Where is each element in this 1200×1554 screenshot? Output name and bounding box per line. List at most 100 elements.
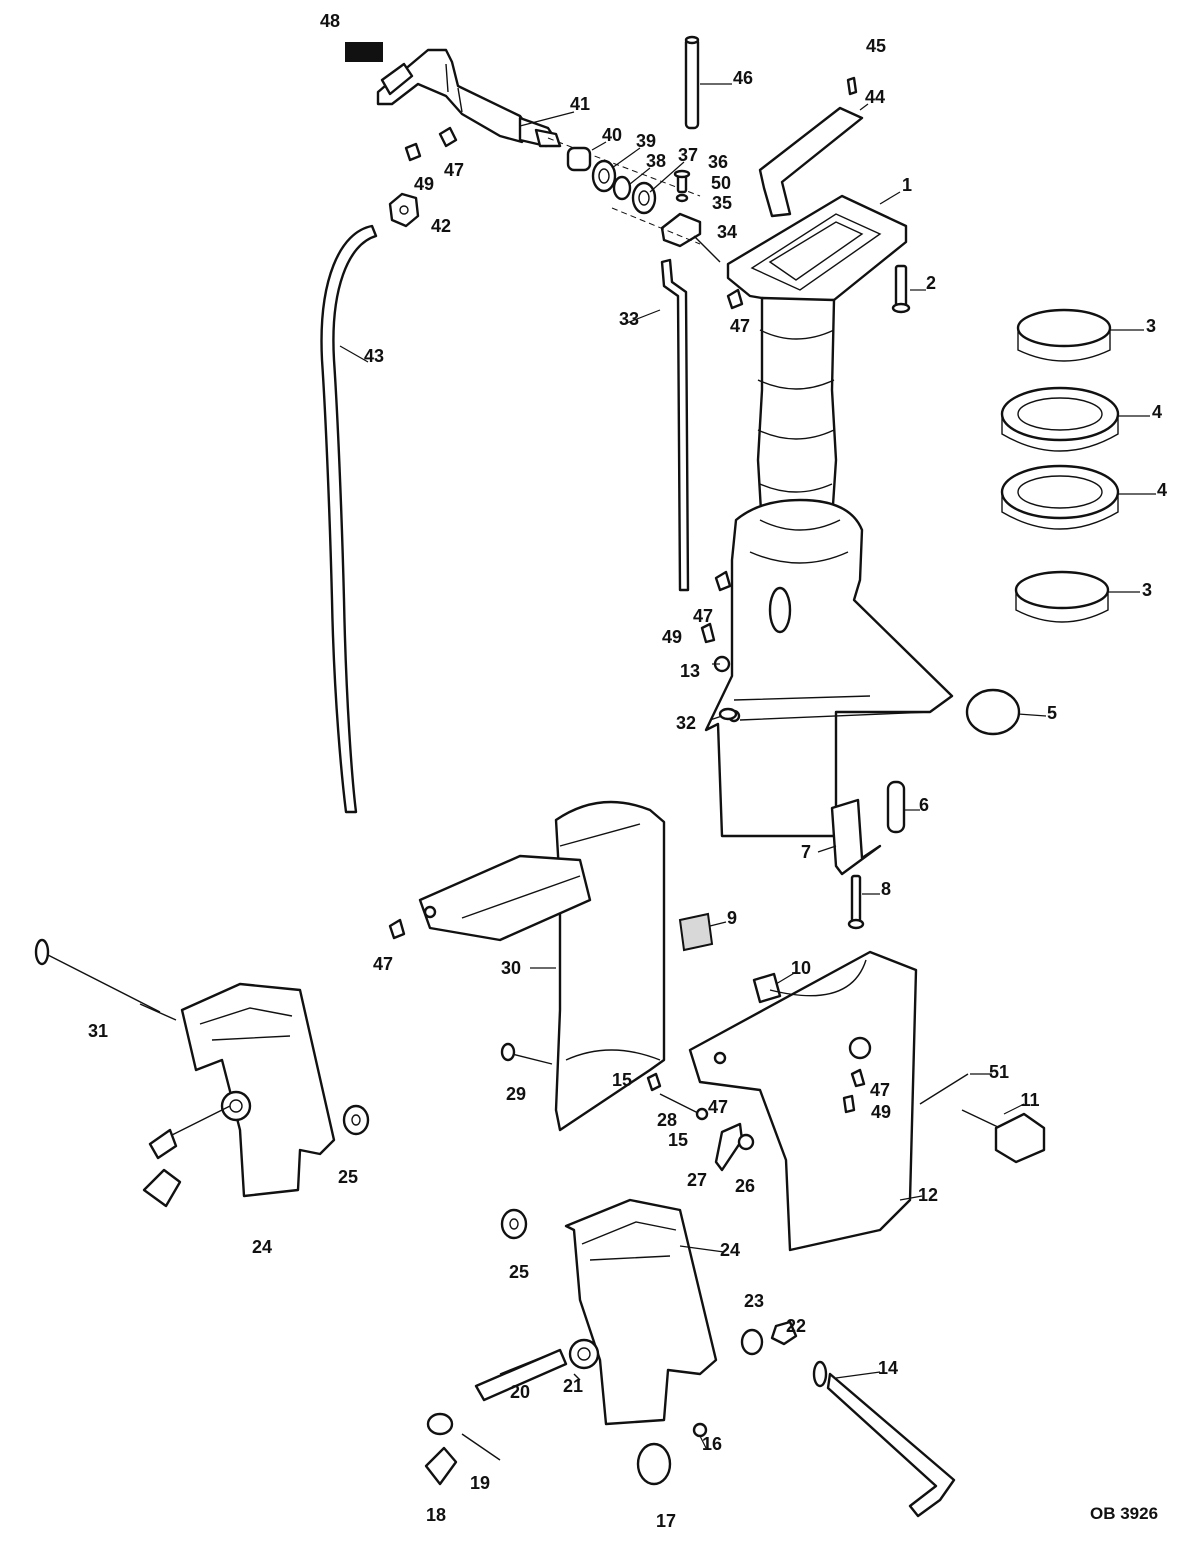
callout-49: 49 [414,174,434,194]
washer-nut [740,1320,798,1356]
callout-16: 16 [702,1434,722,1454]
callout-15: 15 [612,1070,632,1090]
callout-22: 22 [786,1316,806,1336]
callout-5: 5 [1047,703,1057,723]
callout-41: 41 [570,94,590,114]
callout-43: 43 [364,346,384,366]
clamp-bracket-left [142,982,336,1208]
callout-21: 21 [563,1376,583,1396]
decal [345,42,383,62]
driveshaft-housing [704,194,954,838]
callout-49: 49 [871,1102,891,1122]
anode [830,798,882,876]
clamp-handle [424,1412,501,1486]
callout-33: 33 [619,309,639,329]
callout-17: 17 [656,1511,676,1531]
bushing [752,972,782,1004]
callout-28: 28 [657,1110,677,1130]
callout-38: 38 [646,151,666,171]
thumb-screw [961,1109,1046,1164]
pivot-pin [684,35,700,130]
callout-8: 8 [881,879,891,899]
washer-left [342,1104,370,1136]
tiller-bushing-washers [566,146,657,215]
callout-27: 27 [687,1170,707,1190]
callout-42: 42 [431,216,451,236]
plug [965,688,1021,736]
callout-9: 9 [727,908,737,928]
callout-13: 13 [680,661,700,681]
callout-49: 49 [662,627,682,647]
callout-26: 26 [735,1176,755,1196]
friction-block [388,192,420,228]
liner-ring-1 [1000,386,1120,452]
callout-45: 45 [866,36,886,56]
tiller-handle [376,48,701,197]
swivel-bracket [418,800,666,1132]
callout-47: 47 [730,316,750,336]
housing-bolt [891,264,911,314]
tilt-lock-parts [500,1042,755,1172]
cotter-pin [919,1073,969,1105]
callout-24: 24 [720,1240,740,1260]
bearing-ring-upper [1016,308,1112,362]
washer-lower [500,1208,528,1240]
callout-11: 11 [1020,1090,1039,1110]
callout-30: 30 [501,958,521,978]
callout-14: 14 [878,1358,898,1378]
callout-39: 39 [636,131,656,151]
screw [846,76,858,96]
callout-46: 46 [733,68,753,88]
handle-rod [812,1360,956,1518]
callout-1: 1 [902,175,912,195]
callout-12: 12 [918,1185,938,1205]
callout-47: 47 [444,160,464,180]
liner-ring-2 [1000,464,1120,530]
pad [678,912,714,952]
callout-31: 31 [88,1021,108,1041]
shift-rod [320,224,378,814]
callout-34: 34 [717,222,737,242]
callout-4: 4 [1157,480,1167,500]
link-rod [660,258,690,592]
callout-51: 51 [989,1062,1009,1082]
clamp-bracket-right [688,950,918,1252]
callout-3: 3 [1146,316,1156,336]
swivel-bracket-parts [611,169,721,263]
callout-35: 35 [712,193,732,213]
drawing-code: OB 3926 [1090,1504,1158,1523]
clamp-pad [636,1422,708,1486]
callout-24: 24 [252,1237,272,1257]
grease-fitting-top [404,126,458,162]
callout-47: 47 [870,1080,890,1100]
callout-48: 48 [320,11,340,31]
callout-2: 2 [926,273,936,293]
anode-bolt [847,874,865,930]
fittings-right [842,1068,866,1114]
callout-25: 25 [509,1262,529,1282]
callout-29: 29 [506,1084,526,1104]
callout-47: 47 [373,954,393,974]
callout-25: 25 [338,1167,358,1187]
cover-plate [758,106,864,218]
callout-7: 7 [801,842,811,862]
grease-fitting [726,288,744,310]
stop-pin [886,780,906,834]
callout-47: 47 [708,1097,728,1117]
callout-20: 20 [510,1382,530,1402]
callout-50: 50 [711,173,731,193]
callout-36: 36 [708,152,728,172]
callout-19: 19 [470,1473,490,1493]
callout-15: 15 [668,1130,688,1150]
clamp-bracket-lower [564,1198,718,1426]
bearing-ring-lower [1014,570,1110,623]
callout-18: 18 [426,1505,446,1525]
callout-23: 23 [744,1291,764,1311]
grease-fitting [388,918,406,940]
callout-40: 40 [602,125,622,145]
callout-3: 3 [1142,580,1152,600]
leader-lines [339,83,1156,1449]
callout-6: 6 [919,795,929,815]
